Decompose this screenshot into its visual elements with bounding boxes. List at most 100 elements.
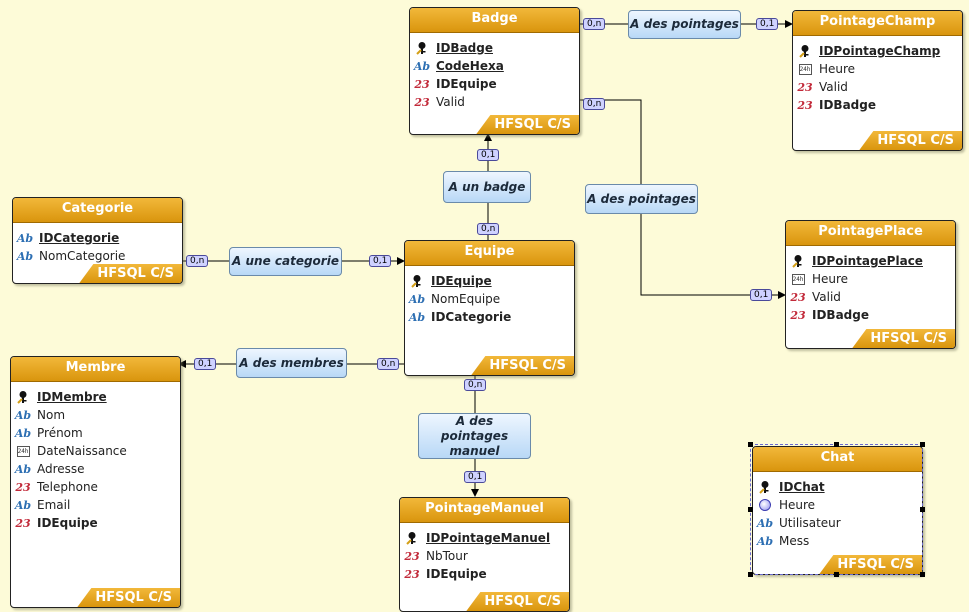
field-name: Valid (812, 290, 841, 304)
field-name: Valid (436, 95, 465, 109)
field-name: NomEquipe (431, 292, 501, 306)
field-row[interactable]: Ab Adresse (15, 460, 180, 478)
number-icon: 23 (797, 80, 813, 94)
resize-handle[interactable] (834, 442, 839, 447)
key-icon (409, 274, 425, 288)
cardinality-label: 0,1 (369, 255, 392, 267)
field-row[interactable]: IDEquipe (409, 272, 574, 290)
number-icon: 23 (404, 549, 420, 563)
text-icon: Ab (413, 59, 431, 73)
key-icon (15, 390, 31, 404)
relation-a-des-pointages-champ[interactable]: A des pointages (628, 10, 741, 39)
relation-a-des-pointages-manuel[interactable]: A des pointages manuel (418, 413, 531, 459)
key-icon (404, 531, 420, 545)
footer-badge: HFSQL C/S (852, 329, 955, 348)
clock-icon (757, 498, 773, 512)
field-row[interactable]: 23 Valid (790, 288, 955, 306)
relation-a-des-membres[interactable]: A des membres (236, 348, 347, 378)
resize-handle[interactable] (748, 572, 753, 577)
field-name: Adresse (37, 462, 85, 476)
text-icon: Ab (14, 462, 32, 476)
number-icon: 23 (790, 290, 806, 304)
field-name: IDChat (779, 480, 825, 494)
resize-handle[interactable] (920, 442, 925, 447)
field-name: IDCategorie (39, 231, 120, 245)
datetime-icon: 24h (791, 273, 805, 285)
field-row[interactable]: 23 Valid (797, 78, 962, 96)
text-icon: Ab (14, 426, 32, 440)
resize-handle[interactable] (920, 572, 925, 577)
footer-badge: HFSQL C/S (859, 131, 962, 150)
resize-handle[interactable] (834, 572, 839, 577)
field-row[interactable]: IDMembre (15, 388, 180, 406)
field-row[interactable]: Ab Nom (15, 406, 180, 424)
field-name: Nom (37, 408, 66, 422)
footer-badge: HFSQL C/S (79, 264, 182, 283)
cardinality-label: 0,n (583, 98, 606, 110)
relation-a-des-pointages-place[interactable]: A des pointages (585, 184, 698, 214)
relation-a-un-badge[interactable]: A un badge (443, 171, 531, 203)
table-title: Chat (753, 447, 922, 472)
cardinality-label: 0,1 (477, 149, 500, 161)
footer-badge: HFSQL C/S (819, 555, 922, 574)
table-title: Membre (11, 357, 180, 382)
field-row[interactable]: IDPointageManuel (404, 529, 569, 547)
text-icon: Ab (14, 408, 32, 422)
relation-a-une-categorie[interactable]: A une categorie (229, 247, 342, 276)
table-title: PointageChamp (793, 11, 962, 36)
field-name: DateNaissance (37, 444, 127, 458)
footer-badge: HFSQL C/S (466, 592, 569, 611)
table-title: Categorie (13, 198, 182, 223)
resize-handle[interactable] (920, 507, 925, 512)
field-row[interactable]: IDChat (757, 478, 922, 496)
field-name: Valid (819, 80, 848, 94)
cardinality-label: 0,n (583, 18, 606, 30)
field-row[interactable]: Heure (757, 496, 922, 514)
selection-outline (750, 444, 923, 575)
cardinality-label: 0,1 (194, 358, 217, 370)
field-row[interactable]: IDPointageChamp (797, 42, 962, 60)
field-name: IDBadge (812, 308, 869, 322)
cardinality-label: 0,1 (750, 289, 773, 301)
resize-handle[interactable] (748, 507, 753, 512)
field-row[interactable]: IDPointagePlace (790, 252, 955, 270)
footer-badge: HFSQL C/S (77, 588, 180, 607)
field-row[interactable]: IDBadge (414, 39, 579, 57)
field-name: IDBadge (819, 98, 876, 112)
resize-handle[interactable] (748, 442, 753, 447)
field-name: Heure (779, 498, 816, 512)
table-title: PointageManuel (400, 498, 569, 523)
